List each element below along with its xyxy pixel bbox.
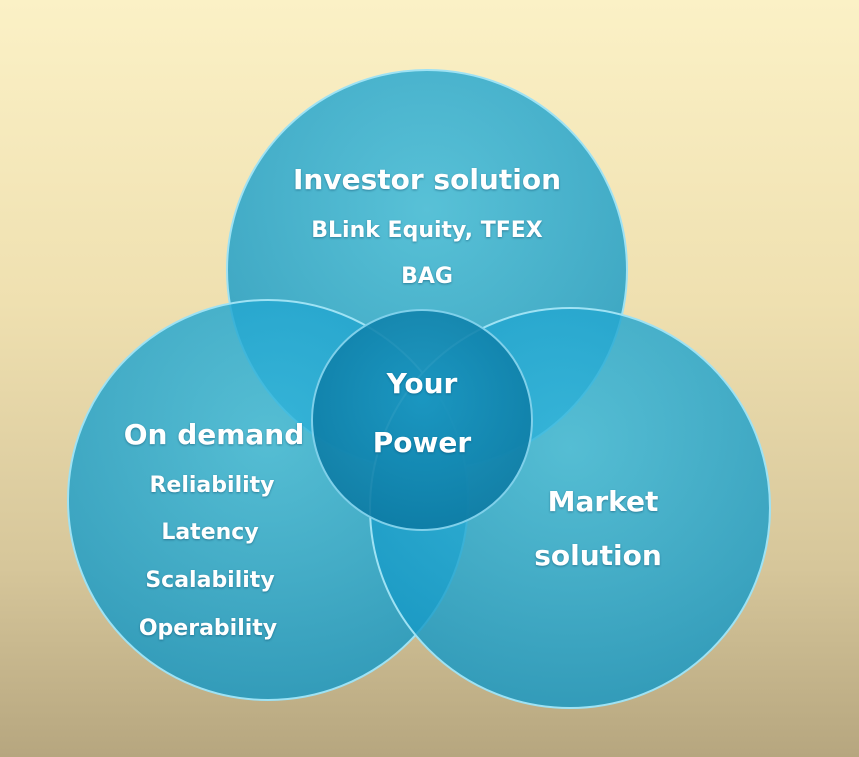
investor-title: Investor solution	[292, 163, 562, 196]
on-demand-item-scalability: Scalability	[145, 568, 275, 593]
on-demand-item-operability: Operability	[138, 616, 278, 641]
market-line-2: solution	[534, 539, 662, 572]
market-line-1: Market	[547, 485, 659, 518]
on-demand-item-latency: Latency	[161, 520, 259, 545]
circle-center	[311, 309, 533, 531]
on-demand-title: On demand	[123, 418, 305, 451]
investor-line-2: BAG	[401, 264, 453, 289]
center-line-1: Your	[386, 367, 458, 400]
investor-line-1: BLink Equity, TFEX	[311, 218, 543, 243]
on-demand-item-reliability: Reliability	[149, 473, 275, 498]
center-line-2: Power	[372, 426, 472, 459]
